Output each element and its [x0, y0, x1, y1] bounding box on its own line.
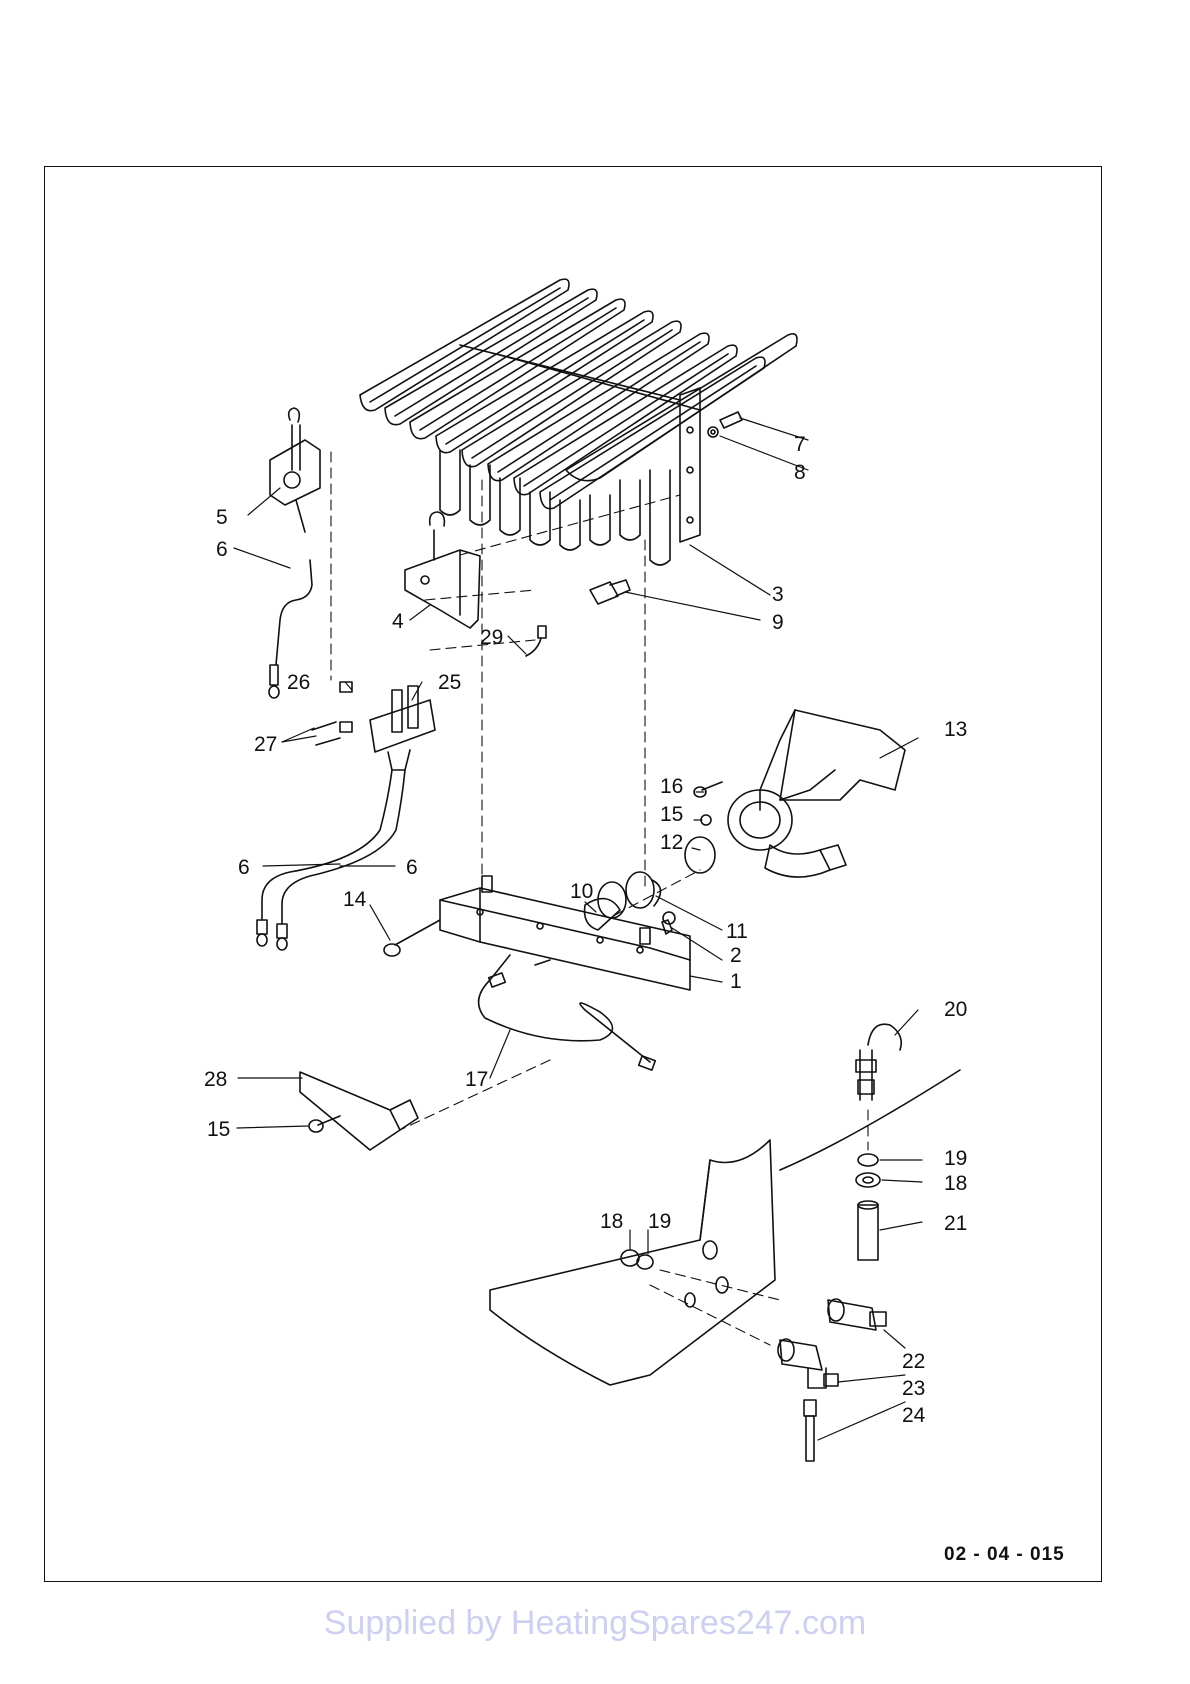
oring-12: [685, 837, 715, 873]
callout-20: 20: [944, 998, 967, 1021]
callout-22: 22: [902, 1350, 925, 1373]
callout-13: 13: [944, 718, 967, 741]
callout-18-right: 18: [944, 1172, 967, 1195]
callout-25: 25: [438, 671, 461, 694]
gas-valve-13: [728, 710, 905, 877]
callout-6-top: 6: [216, 538, 228, 561]
callout-19-right: 19: [944, 1147, 967, 1170]
callout-16: 16: [660, 775, 683, 798]
callout-19-left: 19: [648, 1210, 671, 1233]
callout-11: 11: [726, 920, 748, 943]
callout-9: 9: [772, 611, 784, 634]
screw-16: [694, 782, 722, 797]
callout-10: 10: [570, 880, 593, 903]
callout-2: 2: [730, 944, 742, 967]
pilot-tube-17: [479, 955, 656, 1070]
injector-9: [590, 580, 630, 604]
orifice-11: [626, 872, 661, 908]
callout-6-right: 6: [406, 856, 418, 879]
burner-manifold-1: [440, 876, 690, 990]
callout-3: 3: [772, 583, 784, 606]
callout-21: 21: [944, 1212, 967, 1235]
callout-14: 14: [343, 888, 367, 911]
mounting-plate: [490, 1070, 960, 1385]
screw-15-lower: [309, 1116, 340, 1132]
fitting-22: [828, 1299, 886, 1330]
callout-17: 17: [465, 1068, 488, 1091]
callout-labels: 1 2 3 4 5 6 6 6 7 8 9 10 11 12 13 14 15 …: [204, 433, 967, 1427]
callout-15-lower: 15: [207, 1118, 230, 1141]
callout-7: 7: [794, 433, 806, 456]
callout-15-upper: 15: [660, 803, 683, 826]
fitting-20: [856, 1024, 901, 1100]
screw-14: [384, 920, 440, 956]
footer-attribution: Supplied by HeatingSpares247.com: [0, 1604, 1190, 1643]
callout-29: 29: [480, 626, 503, 649]
pilot-burner-25: [340, 682, 435, 770]
pilot-bracket-4: [405, 512, 480, 628]
callout-12: 12: [660, 831, 683, 854]
callout-1: 1: [730, 970, 742, 993]
callout-26: 26: [287, 671, 310, 694]
callout-8: 8: [794, 461, 806, 484]
callout-6-left: 6: [238, 856, 250, 879]
burner-bars-assembly: [360, 279, 797, 565]
screw-7: [708, 412, 742, 437]
drawing-code: 02 - 04 - 015: [944, 1544, 1065, 1566]
washers-18-19-right: [856, 1154, 880, 1187]
pilot-assembly-5: [270, 408, 320, 532]
callout-5: 5: [216, 506, 228, 529]
callout-27: 27: [254, 733, 277, 756]
leader-lines: [234, 418, 922, 1440]
callout-24: 24: [902, 1404, 926, 1427]
ignition-leads-6-lower: [257, 770, 405, 950]
tee-23: [778, 1339, 838, 1388]
bracket-28: [300, 1072, 418, 1150]
callout-18-left: 18: [600, 1210, 623, 1233]
callout-23: 23: [902, 1377, 925, 1400]
screws-27: [312, 722, 340, 745]
tube-21: [858, 1201, 878, 1260]
callout-28: 28: [204, 1068, 227, 1091]
tube-24: [804, 1400, 816, 1461]
callout-4: 4: [392, 610, 404, 633]
